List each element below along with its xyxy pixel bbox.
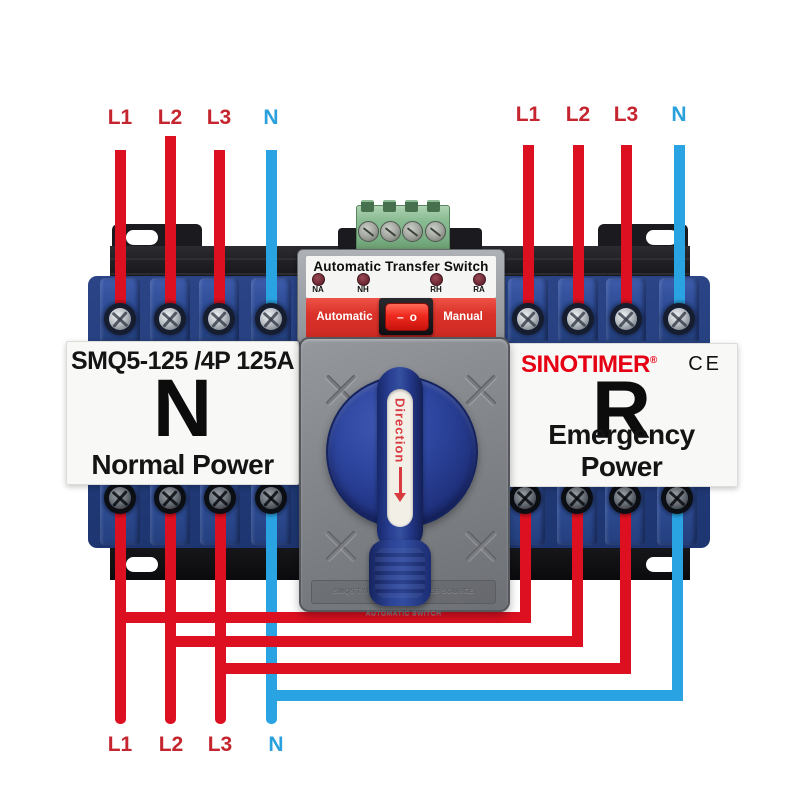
wire-label-top-right-n: N: [671, 103, 687, 126]
wire-label-top-left-n: N: [263, 106, 279, 129]
rocker-circle-icon: o: [409, 310, 418, 324]
direction-arrow-icon: [398, 467, 402, 494]
indicator-led-rh: [430, 273, 443, 286]
mounting-hole: [126, 557, 158, 572]
normal-power-label-card: SMQ5-125 /4P 125A N Normal Power: [66, 341, 299, 485]
terminal-screw-top-right-3: [615, 308, 637, 330]
wire-label-bottom-l2: L2: [158, 733, 184, 756]
terminal-screw-bottom-left-4: [260, 487, 282, 509]
wire-run-l2: [164, 636, 583, 647]
wire-label-bottom-l3: L3: [207, 733, 233, 756]
panel-title: Automatic Transfer Switch: [313, 259, 489, 274]
terminal-screw-top-left-3: [208, 308, 230, 330]
normal-letter: N: [152, 363, 213, 454]
wire-run-n: [265, 690, 683, 701]
brand-logo: SINOTIMER®: [521, 351, 657, 378]
indicator-panel: Automatic Transfer Switch: [306, 256, 496, 298]
molding-x-mark: [461, 526, 501, 566]
terminal-screw-top-right-4: [668, 308, 690, 330]
terminal-screw-top-left-1: [109, 308, 131, 330]
terminal-screw-top-left-4: [260, 308, 282, 330]
wire-label-bottom-l1: L1: [107, 733, 133, 756]
wire-label-top-left-l2: L2: [157, 106, 183, 129]
wire-label-top-right-l2: L2: [565, 103, 591, 126]
emergency-letter: R: [591, 365, 652, 456]
aux-terminal-slot: [361, 200, 374, 212]
molding-x-mark: [321, 526, 361, 566]
terminal-screw-bottom-left-2: [159, 487, 181, 509]
indicator-led-na: [312, 273, 325, 286]
wire-label-bottom-n: N: [268, 733, 284, 756]
indicator-led-ra: [473, 273, 486, 286]
rocker-housing: – o: [379, 298, 433, 335]
direction-strip: Direction: [387, 389, 413, 527]
terminal-screw-bottom-right-4: [666, 487, 688, 509]
aux-terminal-screw: [425, 221, 446, 242]
wire-label-top-left-l1: L1: [107, 106, 133, 129]
indicator-label-nh: NH: [357, 285, 369, 294]
indicator-label-rh: RH: [430, 285, 442, 294]
rocker-dash-icon: –: [396, 310, 404, 324]
ce-mark: CE: [688, 353, 722, 375]
mounting-hole: [126, 230, 158, 245]
indicator-label-ra: RA: [473, 285, 485, 294]
registered-mark: ®: [649, 355, 657, 366]
control-panel: Automatic Transfer Switch NA NH RH RA Au…: [297, 249, 505, 344]
indicator-led-nh: [357, 273, 370, 286]
aux-terminal-screw: [380, 221, 401, 242]
aux-terminal-slot: [383, 200, 396, 212]
aux-terminal-slot: [405, 200, 418, 212]
terminal-screw-bottom-right-3: [614, 487, 636, 509]
wire-label-top-right-l1: L1: [515, 103, 541, 126]
rocker-switch[interactable]: – o: [385, 303, 429, 331]
molding-x-mark: [461, 370, 501, 410]
mounting-hole: [646, 557, 678, 572]
terminal-screw-top-left-2: [159, 308, 181, 330]
emergency-power-label-card: SINOTIMER® CE R Emergency Power: [505, 343, 738, 487]
emergency-caption: Emergency Power: [548, 419, 695, 482]
wire-bottom-right-n: [671, 502, 683, 701]
aux-terminal-screw: [358, 221, 379, 242]
wire-top-left-l3: [213, 150, 225, 320]
direction-label: Direction: [392, 398, 408, 464]
terminal-screw-bottom-right-2: [566, 487, 588, 509]
wire-run-l3: [214, 663, 631, 674]
wire-bottom-right-l2: [571, 502, 583, 647]
indicator-label-na: NA: [312, 285, 324, 294]
wire-label-top-left-l3: L3: [206, 106, 232, 129]
wire-top-right-l1: [522, 145, 534, 320]
wire-bottom-right-l3: [619, 502, 631, 674]
wire-run-l1: [114, 612, 531, 623]
wire-bottom-right-l1: [519, 502, 531, 623]
wire-top-right-l3: [620, 145, 632, 320]
wire-top-left-l1: [114, 150, 126, 320]
terminal-screw-bottom-right-1: [514, 487, 536, 509]
mode-auto-label: Automatic: [316, 311, 373, 323]
aux-terminal-screw: [402, 221, 423, 242]
terminal-screw-top-right-1: [517, 308, 539, 330]
mode-strip: Automatic Manual – o: [306, 298, 496, 338]
aux-terminal-slot: [427, 200, 440, 212]
terminal-screw-top-right-2: [567, 308, 589, 330]
mode-manual-label: Manual: [443, 311, 483, 323]
terminal-screw-bottom-left-1: [109, 487, 131, 509]
direction-arrowhead-icon: [394, 493, 406, 503]
normal-caption: Normal Power: [91, 449, 274, 480]
mounting-hole: [646, 230, 678, 245]
wire-top-right-n: [673, 145, 685, 320]
terminal-screw-bottom-left-3: [209, 487, 231, 509]
wire-top-left-l2: [164, 136, 176, 320]
wire-top-left-n: [265, 150, 277, 320]
knob-handle-grip[interactable]: [369, 540, 431, 606]
wire-top-right-l2: [572, 145, 584, 320]
model-number: SMQ5-125 /4P 125A: [70, 347, 295, 375]
wire-label-top-right-l3: L3: [613, 103, 639, 126]
